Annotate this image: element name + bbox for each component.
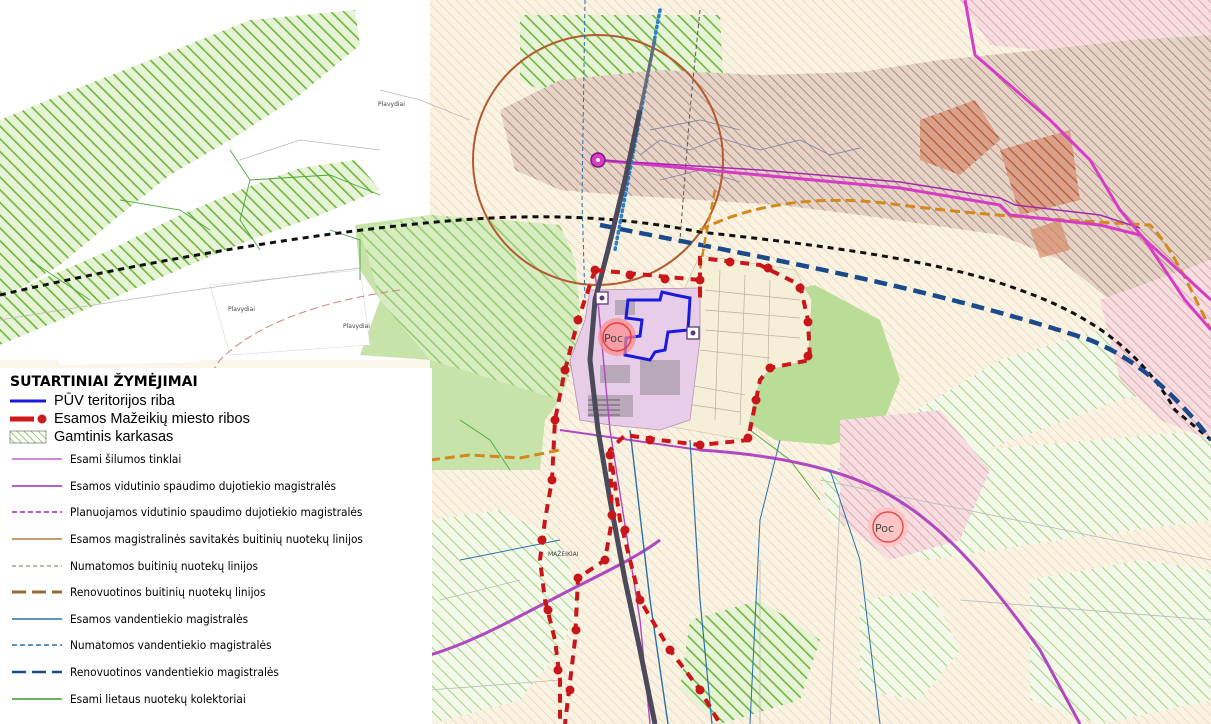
natural-frame-area-s2: [860, 590, 960, 700]
legend-label: Esamos vandentiekio magistralės: [70, 611, 249, 626]
protection-zone-n: [960, 0, 1211, 50]
city-boundary-west: [537, 269, 597, 724]
legend-title: SUTARTINIAI ŽYMĖJIMAI: [10, 374, 198, 390]
legend-item: Esamos vidutinio spaudimo dujotiekio mag…: [8, 473, 432, 500]
city-boundary-east: [563, 255, 813, 724]
place-label-4: MAŽEIKIAI: [548, 550, 579, 558]
legend-label: Esami lietaus nuotekų kolektoriai: [70, 691, 246, 706]
renovated-water-main-icon: [12, 670, 62, 674]
hatched-plot-2: [1000, 130, 1080, 215]
legend-label: Numatomos buitinių nuotekų linijos: [70, 558, 259, 573]
natural-frame-area-nw: [0, 10, 360, 300]
place-label-3: Plavydiai: [343, 323, 370, 330]
legend-item: Esamos vandentiekio magistralės: [8, 606, 432, 633]
gas-line-icon: [12, 485, 62, 487]
residential-street-grid: [659, 269, 801, 426]
planned-water-main-icon: [12, 644, 62, 647]
renovated-water-main: [599, 222, 1211, 442]
hatched-plot-3: [1030, 220, 1070, 258]
natural-frame-area-sw: [430, 510, 580, 724]
legend-label: Numatomos vandentiekio magistralės: [70, 638, 272, 653]
protection-zone-e: [1100, 260, 1211, 440]
legend-label: Esamos Mažeikių miesto ribos: [54, 411, 250, 427]
rainwater-collector-icon: [12, 697, 62, 700]
legend-item: Numatomos buitinių nuotekų linijos: [8, 552, 432, 579]
gas-station-dot: [596, 158, 600, 162]
legend-item-puv-boundary: PŪV teritorijos riba: [8, 392, 432, 410]
legend-item-natural-frame: Gamtinis karkasas: [8, 428, 432, 446]
legend-label: PŪV teritorijos riba: [54, 393, 175, 409]
heating-network-link: [559, 429, 701, 451]
legend-label: Planuojamos vidutinio spaudimo dujotieki…: [70, 505, 363, 520]
renovated-sewer-line-w: [429, 448, 561, 462]
legend-label: Renovuotinos vandentiekio magistralės: [70, 665, 279, 680]
heating-line-icon: [12, 458, 62, 461]
place-label-1: Plavydiai: [378, 101, 405, 108]
planned-sewer-line-icon: [12, 565, 62, 567]
boiler-symbol-1: [595, 291, 609, 305]
heating-network-sw: [429, 538, 661, 657]
puv-site-boundary: [623, 290, 692, 362]
water-main-s: [629, 429, 669, 724]
natural-frame-area-s: [680, 600, 820, 724]
poc-label-east: Poc: [875, 522, 894, 535]
natural-frame-area-s3: [1030, 560, 1211, 724]
city-boundary-dots: [537, 257, 813, 695]
water-main-icon: [12, 618, 62, 620]
open-field-1: [209, 269, 371, 356]
poc-marker-site: [598, 318, 636, 356]
industrial-buildings: [588, 300, 680, 417]
legend-label: Esamos vidutinio spaudimo dujotiekio mag…: [70, 478, 336, 493]
map-legend: SUTARTINIAI ŽYMĖJIMAI PŪV teritorijos ri…: [0, 368, 432, 724]
hatched-plot-1: [920, 100, 1000, 175]
hatch-box-icon: [9, 430, 47, 444]
renovated-sewer-line-icon: [12, 590, 62, 594]
protection-zone-ne: [500, 35, 1211, 340]
gas-main-east: [597, 158, 1211, 302]
legend-label: Esami šilumos tinklai: [70, 452, 182, 467]
gas-main-east-inner: [597, 159, 1141, 229]
gas-main-north: [963, 0, 1211, 331]
blue-line-icon: [10, 399, 46, 403]
main-road: [587, 109, 658, 724]
water-main-s3: [749, 439, 781, 724]
legend-item: Renovuotinos buitinių nuotekų linijos: [8, 579, 432, 606]
legend-item: Esami lietaus nuotekų kolektoriai: [8, 685, 432, 712]
water-main-s4: [829, 469, 881, 724]
legend-item: Esamos magistralinės savitakės buitinių …: [8, 526, 432, 553]
water-main-s2: [689, 439, 713, 724]
poc-label-site: Poc: [604, 332, 623, 345]
renovated-sewer-line-n: [698, 189, 717, 271]
legend-item: Esami šilumos tinklai: [8, 446, 432, 473]
planned-gas-line-icon: [12, 511, 62, 514]
city-boundary-south: [608, 449, 722, 724]
legend-label: Gamtinis karkasas: [54, 429, 174, 445]
poc-marker-east: [868, 507, 908, 547]
boiler-symbol-2: [686, 326, 700, 340]
legend-label: Esamos magistralinės savitakės buitinių …: [70, 532, 363, 547]
main-road-north: [638, 39, 657, 111]
sewer-line-icon: [12, 538, 62, 540]
legend-label: Renovuotinos buitinių nuotekų linijos: [70, 585, 266, 600]
natural-frame-area-w: [0, 160, 380, 345]
legend-item: Renovuotinos vandentiekio magistralės: [8, 659, 432, 686]
legend-item: Planuojamos vidutinio spaudimo dujotieki…: [8, 499, 432, 526]
renovated-sewer-line-ne: [699, 198, 1211, 331]
minor-roads: [0, 89, 1211, 724]
legend-item: Numatomos vandentiekio magistralės: [8, 632, 432, 659]
planned-sewer-line-n: [679, 9, 701, 241]
planned-water-main-n: [581, 0, 586, 301]
city-boundary: [537, 255, 813, 724]
red-dash-dot-icon: [10, 414, 47, 424]
legend-item-city-boundary: Esamos Mažeikių miesto ribos: [8, 410, 432, 428]
black-dashed-boundary: [0, 215, 1211, 442]
place-label-2: Plavydiai: [228, 306, 255, 313]
open-field-2: [50, 320, 200, 365]
